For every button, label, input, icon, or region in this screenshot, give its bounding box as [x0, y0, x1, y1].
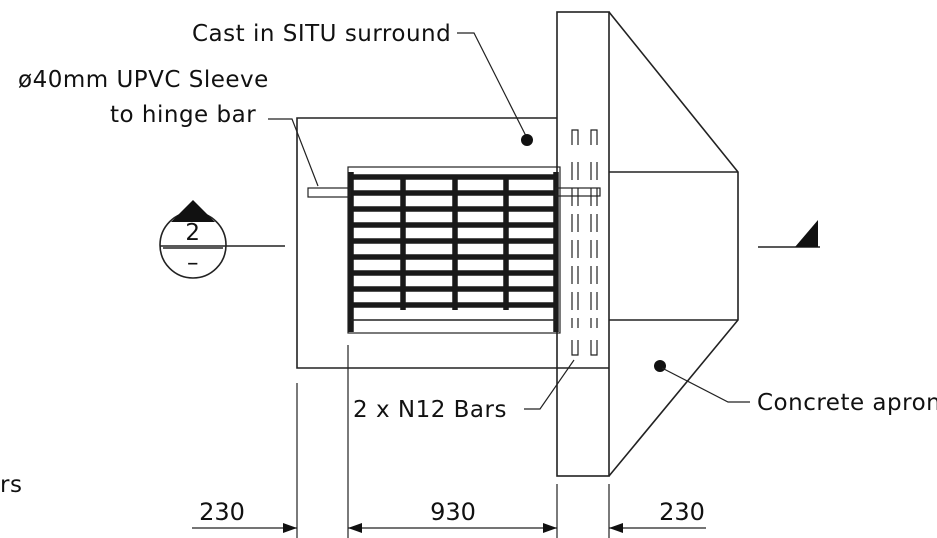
- label-sleeve-line1: ø40mm UPVC Sleeve: [18, 67, 269, 93]
- label-concrete-apron: Concrete apron: [757, 390, 937, 416]
- dimension-extension-lines: [296, 345, 610, 538]
- leader-n12-bars: [524, 359, 575, 410]
- label-sleeve-line2: to hinge bar: [110, 102, 256, 128]
- cast-in-situ-surround: [296, 117, 609, 369]
- n12-reinforcement-bars: [571, 129, 598, 356]
- leader-concrete-apron: [654, 360, 750, 403]
- leader-sleeve: [268, 118, 319, 187]
- concrete-apron-outline: [608, 11, 739, 477]
- grate-frame: [347, 166, 561, 334]
- dimension-middle: 930: [430, 498, 476, 526]
- section-number: 2: [185, 220, 200, 246]
- label-cut-off: rs: [0, 472, 22, 498]
- dimension-left: 230: [199, 498, 245, 526]
- label-cast-in-situ: Cast in SITU surround: [192, 21, 451, 47]
- section-sheet: –: [187, 250, 199, 276]
- upvc-sleeve: [307, 187, 351, 198]
- section-arrow-right: [758, 220, 820, 248]
- section-marker: 2 –: [159, 200, 285, 279]
- dimension-line: [192, 523, 706, 533]
- label-n12-bars: 2 x N12 Bars: [353, 397, 507, 423]
- grate-vertical-bars: [400, 177, 509, 310]
- leader-cast-in-situ: [457, 32, 533, 146]
- dimension-right: 230: [659, 498, 705, 526]
- headwall: [556, 11, 610, 477]
